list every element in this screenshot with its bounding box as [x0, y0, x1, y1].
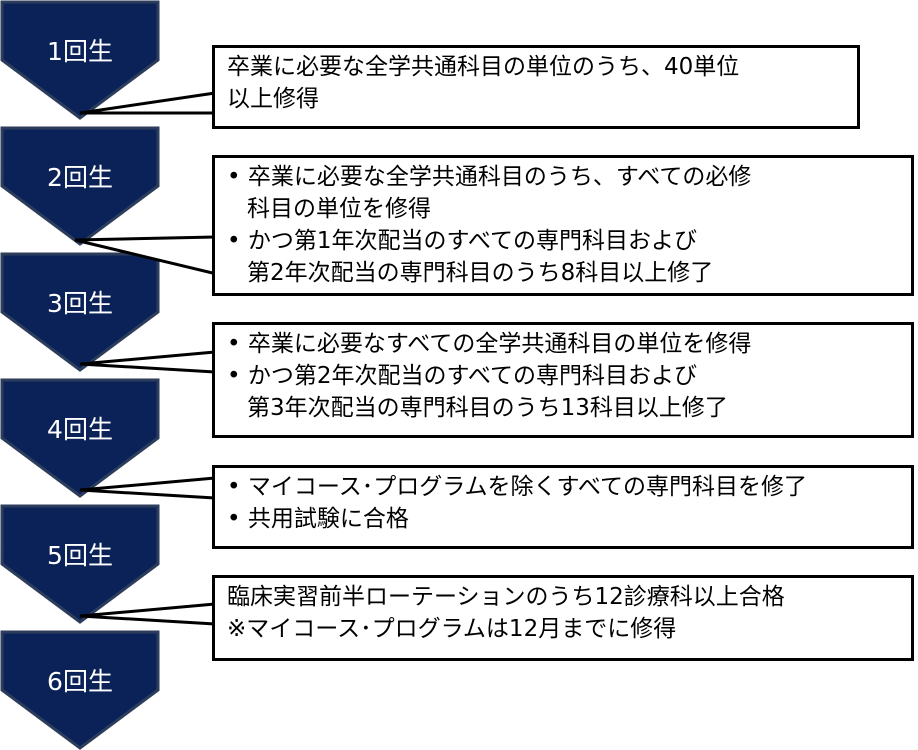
box-line: • 共用試験に合格 [227, 506, 409, 532]
box-line: ※マイコース･プログラムは12月までに修得 [227, 616, 677, 642]
requirement-box-1: 卒業に必要な全学共通科目の単位のうち、40単位 以上修得 [212, 45, 860, 129]
year-label-2: 2回生 [47, 163, 113, 192]
chevron-shape [0, 0, 160, 120]
requirement-box-2: • 卒業に必要な全学共通科目のうち、すべての必修 科目の単位を修得 • かつ第1… [212, 155, 914, 296]
chevron-shape [0, 378, 160, 498]
callout-pointer [79, 350, 216, 374]
callout-pointer [79, 602, 216, 626]
year-label-4: 4回生 [47, 415, 113, 444]
box-line: 卒業に必要な全学共通科目の単位のうち、40単位 [227, 54, 740, 80]
requirement-box-3: • 卒業に必要なすべての全学共通科目の単位を修得 • かつ第2年次配当のすべての… [212, 322, 914, 438]
requirement-box-5: 臨床実習前半ローテーションのうち12診療科以上合格 ※マイコース･プログラムは1… [212, 575, 914, 661]
box-line: • かつ第1年次配当のすべての専門科目および [227, 228, 697, 254]
box-line: 第2年次配当の専門科目のうち8科目以上修了 [247, 260, 714, 286]
year-label-5: 5回生 [47, 541, 113, 570]
box-line: • 卒業に必要なすべての全学共通科目の単位を修得 [227, 331, 752, 357]
box-line: • マイコース･プログラムを除くすべての専門科目を修了 [227, 474, 808, 500]
box-line: • 卒業に必要な全学共通科目のうち、すべての必修 [227, 164, 752, 190]
year-label-3: 3回生 [47, 289, 113, 318]
box-line: 以上修得 [227, 86, 319, 112]
chevron-shape [0, 126, 160, 246]
callout-pointer [79, 91, 216, 115]
box-line: 科目の単位を修得 [247, 196, 431, 222]
chevron-shape [0, 504, 160, 624]
year-label-6: 6回生 [47, 667, 113, 696]
callout-pointer [79, 476, 216, 500]
year-label-1: 1回生 [47, 37, 113, 66]
box-line: 第3年次配当の専門科目のうち13科目以上修了 [247, 395, 728, 421]
chevron-shape [0, 630, 160, 750]
box-line: • かつ第2年次配当のすべての専門科目および [227, 363, 697, 389]
requirement-box-4: • マイコース･プログラムを除くすべての専門科目を修了 • 共用試験に合格 [212, 465, 914, 549]
box-line: 臨床実習前半ローテーションのうち12診療科以上合格 [227, 584, 785, 610]
